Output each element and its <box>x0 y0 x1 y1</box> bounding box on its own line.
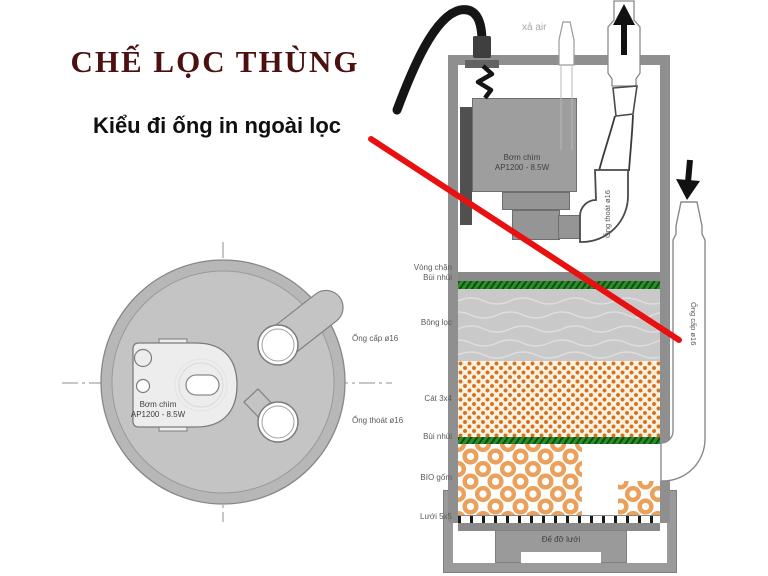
base-label: Đế đỡ lưới <box>541 535 581 544</box>
impeller-ring-outer <box>174 358 228 412</box>
page-subtitle: Kiểu đi ống in ngoài lọc <box>92 113 342 138</box>
pump-top-view-body <box>132 342 238 428</box>
air-bleed-label: xả air <box>522 22 547 33</box>
supply-port-hole <box>257 324 299 366</box>
pump-step-1 <box>502 192 570 210</box>
supply-pipe-external <box>660 201 706 482</box>
pedestal-notch <box>521 552 601 563</box>
layer-label-mesh: Lưới 5x5 <box>420 512 452 521</box>
cable-plug <box>473 36 491 58</box>
supply-port-hole-inner <box>261 328 295 362</box>
pump-label-line2: AP1200 - 8.5W <box>130 410 186 419</box>
layer-scrub-pad <box>458 437 660 444</box>
impeller-ring-inner <box>178 362 224 408</box>
retainer-label-line2: Bùi nhùi <box>423 273 452 282</box>
pump-outlet-nub <box>558 215 582 239</box>
outlet-hose-right-edge <box>628 114 634 172</box>
top-view-diagram <box>62 242 392 522</box>
cable-grommet <box>465 60 499 68</box>
drain-port-hole-inner <box>261 405 295 439</box>
layer-label-pad: Bùi nhùi <box>423 432 452 441</box>
down-arrow-icon <box>676 179 700 200</box>
drain-port-hole <box>257 401 299 443</box>
air-bleed-pipe <box>558 21 575 66</box>
down-arrow-shaft <box>685 159 693 183</box>
layer-label-bio: BIO gốm <box>420 473 452 482</box>
pump-body <box>472 98 577 192</box>
layer-label-wool: Bông lọc <box>420 318 452 327</box>
pump-handle-pill <box>185 374 220 396</box>
pump-elbow-pipe <box>579 169 629 243</box>
layer-label-retainer: Vòng chặn Bùi nhùi <box>392 263 452 283</box>
pump-label-line1: Bơm chìm <box>139 400 177 409</box>
annotation-red-line <box>368 136 682 343</box>
pump-label-line2: AP1200 - 8.5W <box>494 163 550 172</box>
layer-mesh <box>458 515 660 524</box>
bio-channel-vertical <box>582 481 618 515</box>
pump-wire-squiggle <box>475 64 495 100</box>
outlet-pipe-coupling <box>612 85 638 117</box>
bio-channel-horizontal <box>582 444 661 481</box>
section-pump-label: Bơm chìm AP1200 - 8.5W <box>472 153 572 173</box>
drain-pipe-label-rotated: Ống thoát ø16 <box>602 190 612 238</box>
pump-label-line1: Bơm chìm <box>503 153 541 162</box>
layer-retainer-band <box>458 281 660 289</box>
retainer-label-line1: Vòng chặn <box>413 263 452 272</box>
retainer-support-bar <box>458 272 660 281</box>
top-view-drain-label: Ống thoát ø16 <box>352 416 404 425</box>
up-arrow-icon <box>613 4 635 25</box>
tank-wall-left <box>448 55 458 523</box>
supply-pipe-label-rotated: Ống cấp ø16 <box>689 302 699 345</box>
pump-port-large <box>133 348 153 368</box>
tank-wall-right <box>660 55 670 523</box>
layer-sand <box>458 361 660 437</box>
section-view-pipes: Ống thoát ø16 Ống cấp ø16 <box>368 0 706 482</box>
power-cable <box>392 5 487 115</box>
layer-label-sand: Cát 3x4 <box>424 394 452 403</box>
outlet-hose-left-edge <box>598 115 616 172</box>
page-title: CHẾ LỌC THÙNG <box>70 44 360 79</box>
top-view-supply-label: Ống cấp ø16 <box>352 334 399 343</box>
mesh-support-band <box>458 523 660 531</box>
pump-port-small <box>135 378 151 394</box>
top-view-pump-label: Bơm chìm AP1200 - 8.5W <box>110 400 206 420</box>
